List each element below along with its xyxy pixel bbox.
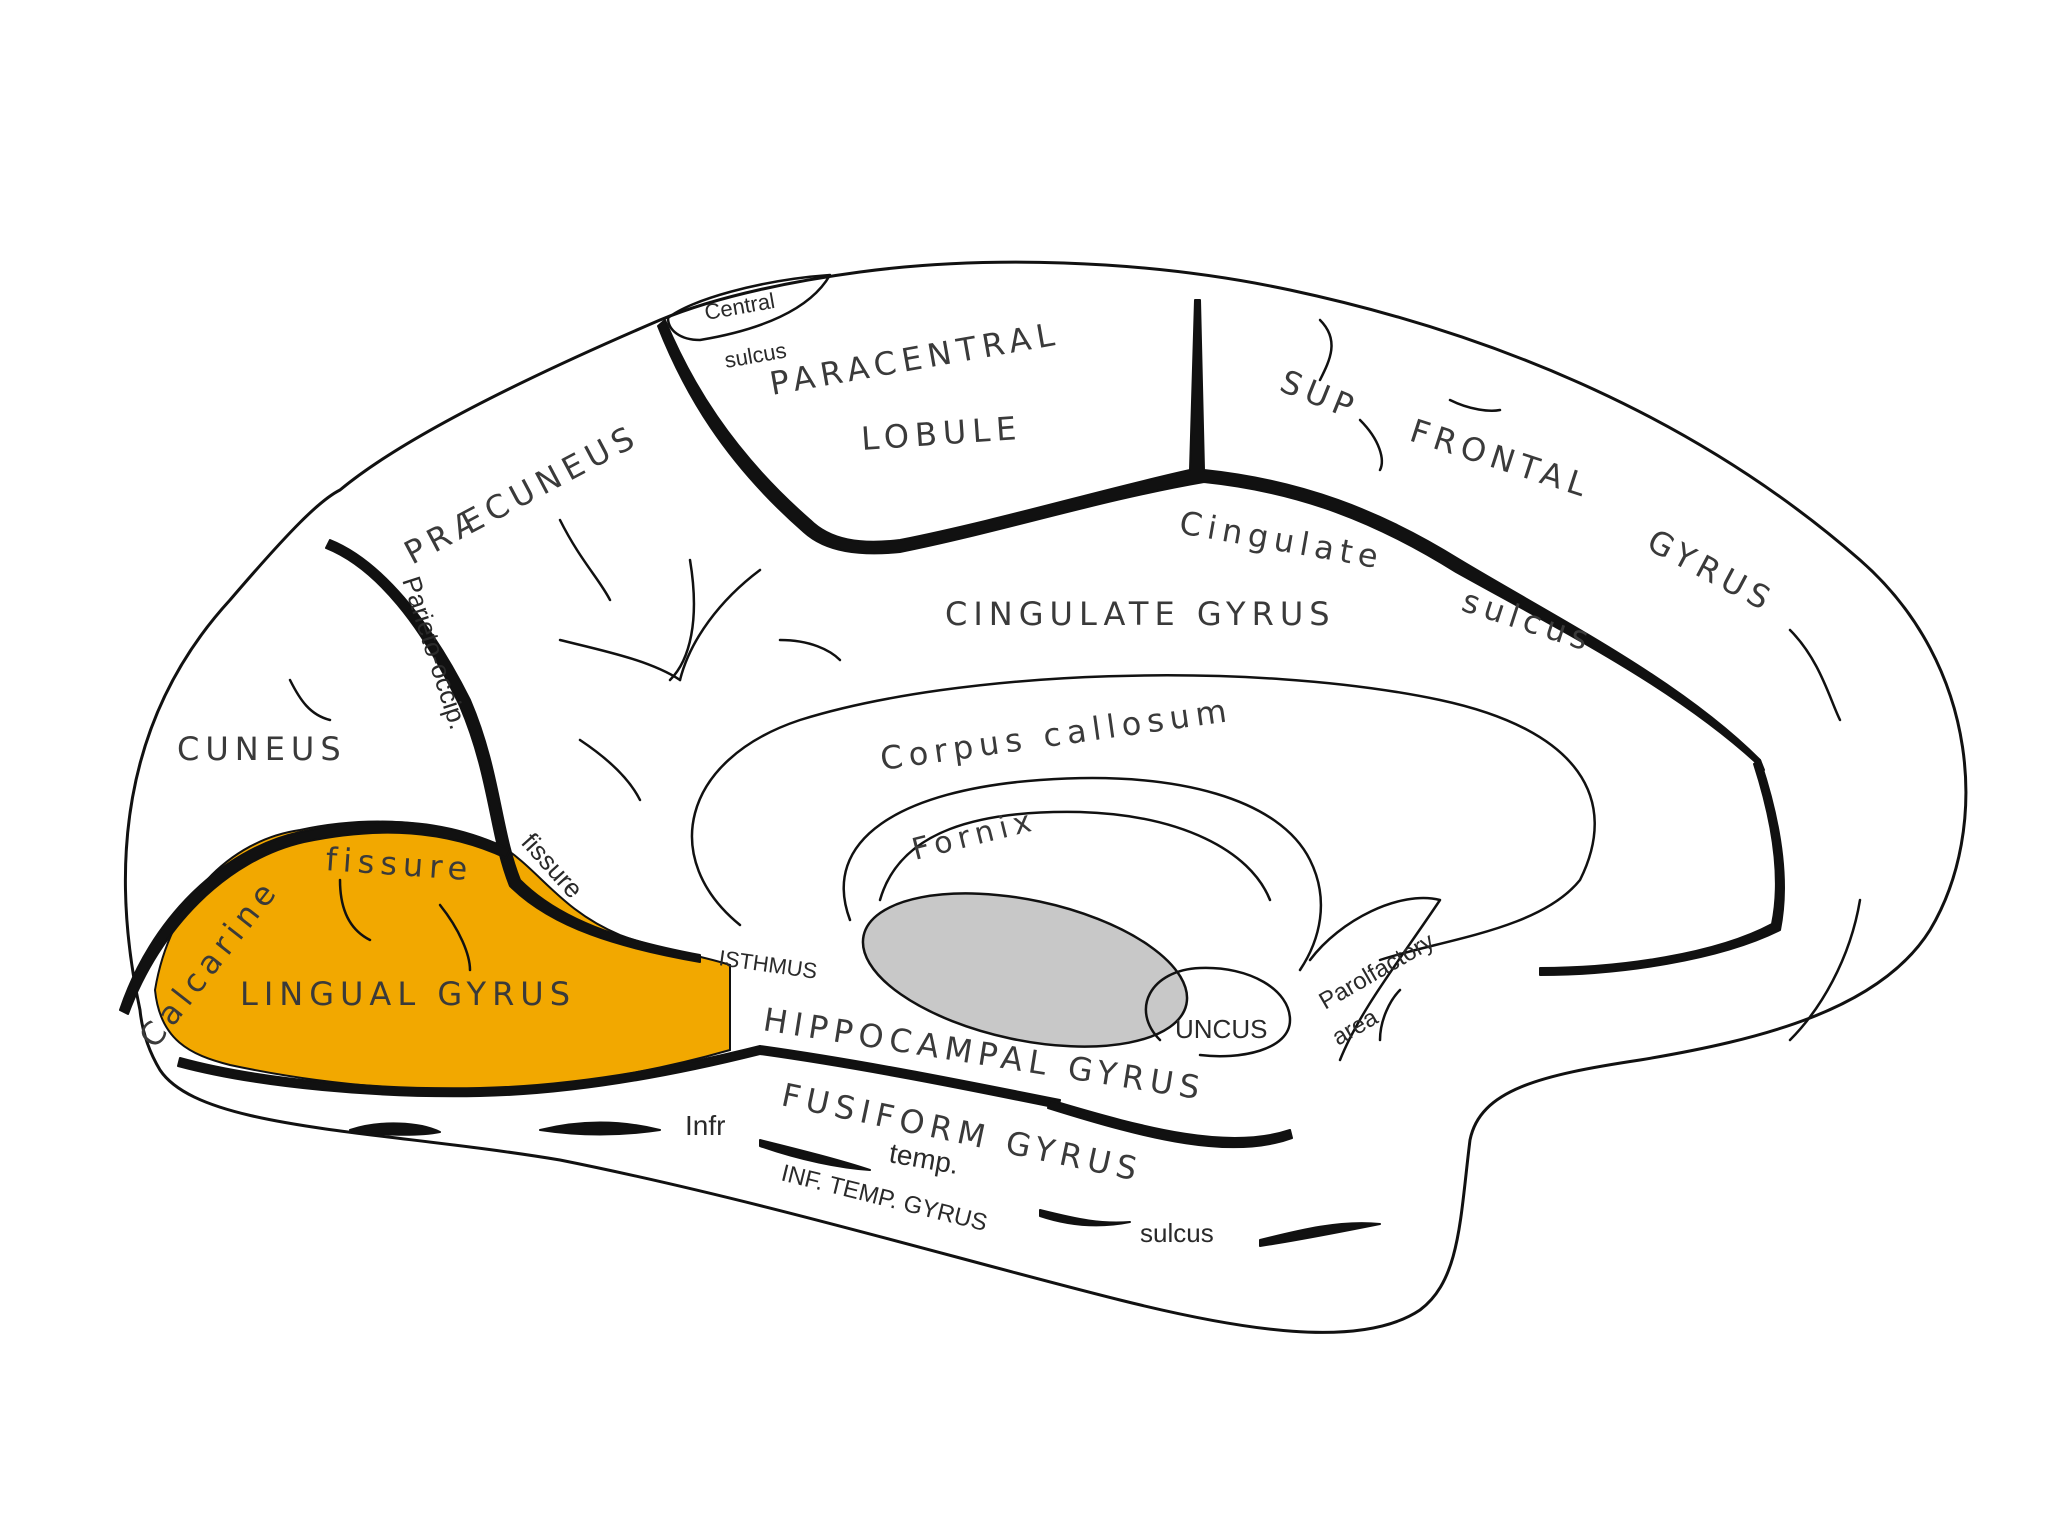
- cuneus-label: CUNEUS: [177, 730, 347, 768]
- fornix-outline: [842, 776, 1323, 972]
- gyral-squiggle: [678, 568, 762, 682]
- frontal-sulcus-lower: [1539, 759, 1785, 976]
- gyral-squiggle: [1318, 318, 1333, 382]
- lingual-gyrus-label: LINGUAL GYRUS: [240, 975, 576, 1013]
- lateral-ventricle: [861, 892, 1189, 1048]
- calcarine-fissure: [119, 820, 511, 1015]
- parolfactory-outline: [1308, 896, 1442, 1062]
- inferior-sulcus-dash-1: [349, 1122, 441, 1136]
- gyral-squiggle: [778, 638, 842, 662]
- corpus-callosum-outline: [690, 674, 1596, 962]
- corpus-callosum-inner: [878, 810, 1272, 902]
- gyral-squiggle: [1358, 418, 1384, 472]
- uncus-outline: [1144, 966, 1292, 1058]
- sulcus-low-label: sulcus: [1140, 1218, 1214, 1248]
- inferior-sulcus-dash-5: [1259, 1222, 1381, 1247]
- gyral-squiggle: [338, 878, 372, 942]
- gyral-squiggle: [1788, 628, 1842, 722]
- gyral-squiggle: [578, 738, 642, 802]
- infr-label: Infr: [685, 1110, 725, 1141]
- gyral-squiggle: [558, 558, 696, 682]
- gyral-squiggle: [558, 518, 612, 602]
- uncus-label: UNCUS: [1175, 1014, 1267, 1044]
- gyral-squiggle: [1448, 398, 1502, 412]
- gyral-squiggle: [288, 678, 332, 722]
- hemisphere-outline: [123, 260, 1968, 1334]
- gyral-squiggle: [438, 903, 472, 972]
- parieto-occipital-fissure: [325, 539, 701, 963]
- cingulate-gyrus-label: CINGULATE GYRUS: [945, 595, 1336, 633]
- inferior-sulcus-dash-4: [1039, 1209, 1131, 1227]
- gyral-squiggle: [1788, 898, 1862, 1042]
- gyral-squiggle: [1378, 988, 1402, 1042]
- hippocampal-lower-border: [1047, 1099, 1293, 1149]
- inferior-sulcus-dash-2: [539, 1121, 661, 1136]
- inferior-sulcus-dash-3: [759, 1139, 871, 1171]
- central-sulcus-outline: [666, 273, 832, 342]
